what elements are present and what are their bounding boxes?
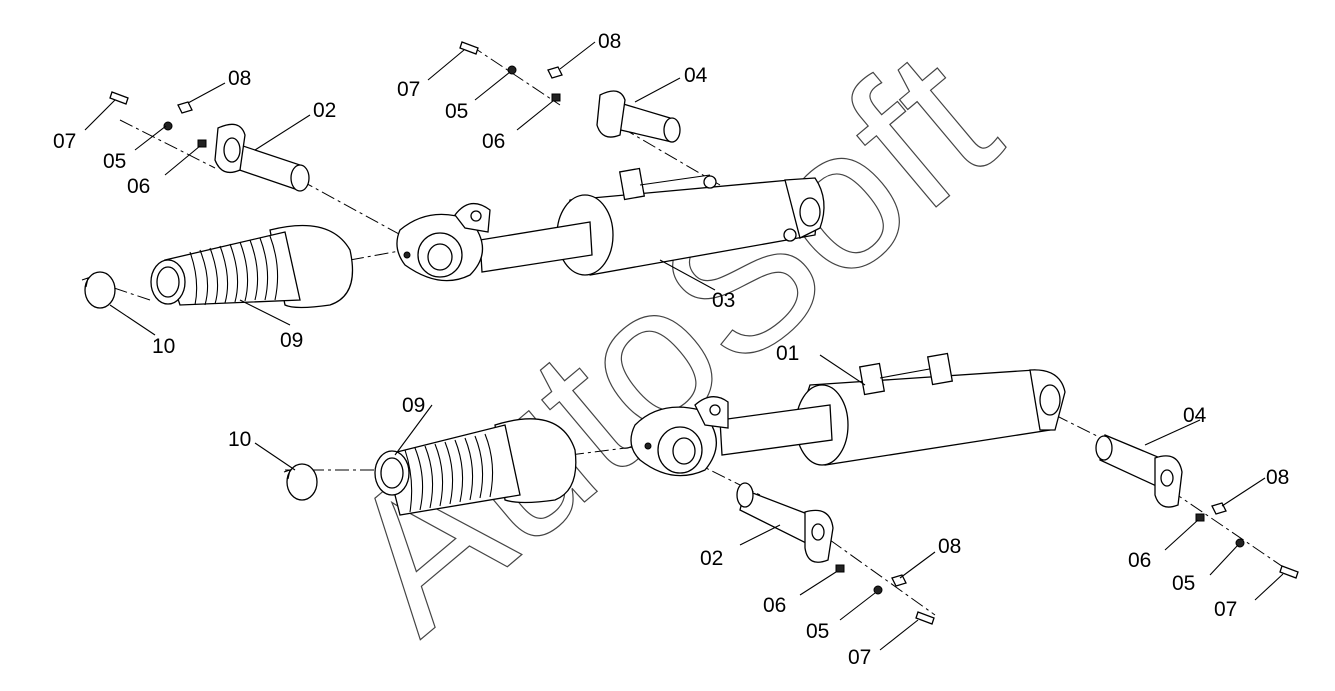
watermark-text: AutoSoft (304, 9, 1035, 673)
label-04: 04 (684, 64, 708, 87)
label-08: 08 (938, 535, 961, 558)
label-10: 10 (228, 428, 251, 451)
label-02: 02 (700, 547, 723, 570)
label-02: 02 (313, 99, 336, 122)
piston-rod-lower (719, 404, 833, 456)
washer-05-lower-left (873, 585, 883, 595)
callout-labels: 07 05 06 08 02 07 05 06 08 04 03 09 10 0… (53, 30, 1289, 669)
hose-clamp-upper (84, 271, 116, 309)
piston-rod-upper (479, 221, 593, 273)
hose-clamp-lower (286, 463, 318, 501)
nut-08-upper-left (177, 101, 193, 114)
leader-lines (84, 41, 1284, 651)
bolt-07-upper-right (459, 41, 479, 55)
label-10: 10 (152, 335, 175, 358)
label-08: 08 (598, 30, 621, 53)
watermark: AutoSoft (304, 8, 1036, 673)
cylinder-valve-upper (618, 167, 646, 201)
nut-06-upper-left (197, 139, 207, 148)
label-08: 08 (228, 67, 251, 90)
nut-06-lower-right (1195, 513, 1205, 522)
label-07: 07 (53, 130, 76, 153)
cylinder-valve-lower (858, 362, 886, 396)
washer-05-upper-left (163, 121, 173, 131)
label-07: 07 (1214, 598, 1237, 621)
label-07: 07 (397, 78, 420, 101)
label-06: 06 (763, 594, 786, 617)
label-07: 07 (848, 646, 871, 669)
label-01: 01 (776, 342, 799, 365)
label-05: 05 (445, 100, 468, 123)
label-05: 05 (806, 620, 829, 643)
label-08: 08 (1266, 466, 1289, 489)
nut-08-upper-right (547, 66, 563, 79)
label-06: 06 (482, 130, 505, 153)
nut-06-upper-right (551, 93, 561, 102)
bolt-07-upper-left (109, 91, 129, 105)
lower-cylinder-assembly (283, 352, 1299, 625)
bolt-07-lower-right (1279, 565, 1299, 579)
label-09: 09 (402, 394, 425, 417)
upper-cylinder-assembly (81, 41, 825, 309)
label-03: 03 (712, 289, 735, 312)
label-06: 06 (127, 175, 150, 198)
label-09: 09 (280, 329, 303, 352)
nut-08-lower-left (891, 574, 907, 587)
label-05: 05 (103, 150, 126, 173)
label-05: 05 (1172, 572, 1195, 595)
label-04: 04 (1183, 404, 1207, 427)
bolt-07-lower-left (915, 611, 935, 625)
label-06: 06 (1128, 549, 1151, 572)
nut-06-lower-left (835, 564, 845, 573)
